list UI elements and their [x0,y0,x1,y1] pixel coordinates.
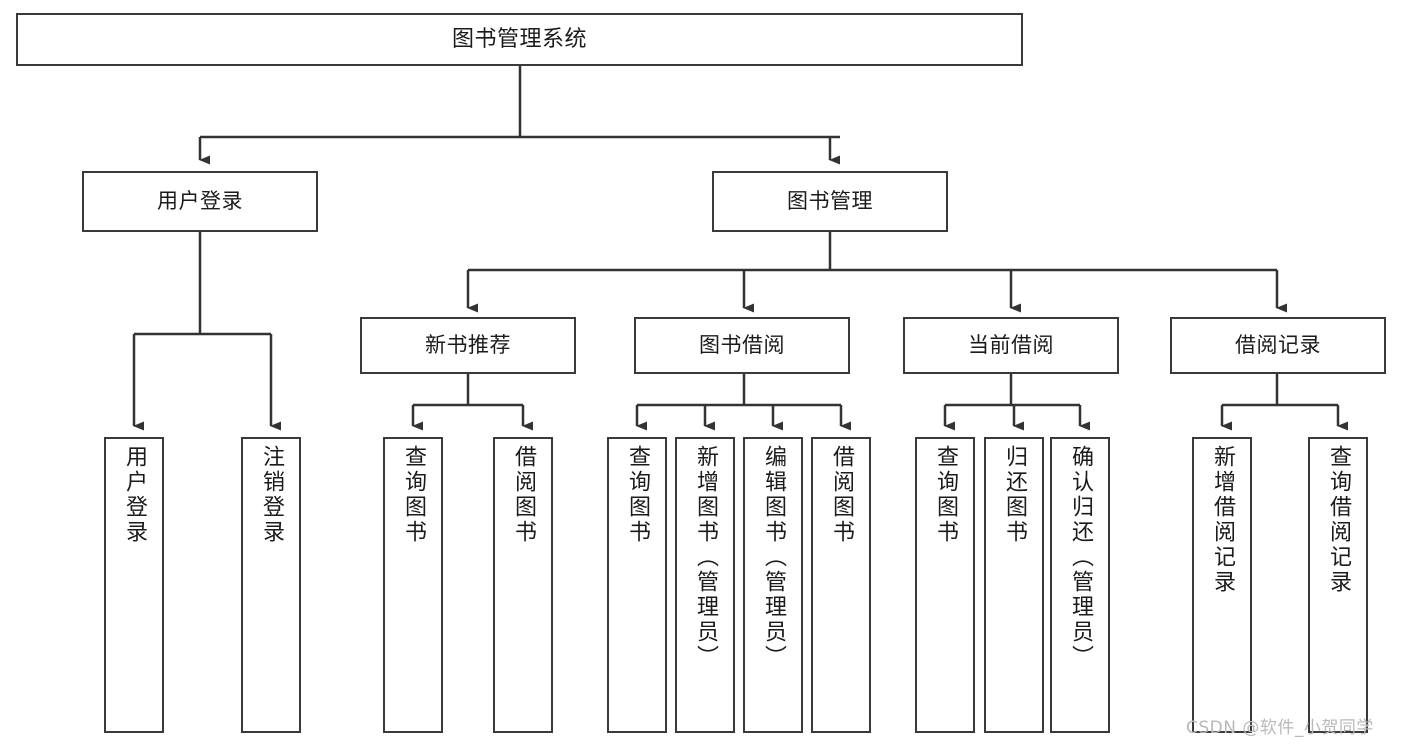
leaf-borrow-book[interactable]: 借阅图书 [811,437,871,733]
node-label: 查询图书 [625,445,650,545]
node-label: 查询借阅记录 [1326,445,1351,595]
leaf-confirm-return-admin[interactable]: 确认归还（管理员） [1050,437,1110,733]
node-label: 用户登录 [122,445,147,545]
leaf-add-borrow-record[interactable]: 新增借阅记录 [1192,437,1252,733]
node-label: 借阅图书 [511,445,536,545]
node-book-borrow[interactable]: 图书借阅 [634,317,850,374]
leaf-return-book[interactable]: 归还图书 [984,437,1044,733]
leaf-edit-book-admin[interactable]: 编辑图书（管理员） [743,437,803,733]
node-label: 注销登录 [259,445,284,545]
node-label: 新增图书（管理员） [693,445,718,670]
node-label: 确认归还（管理员） [1068,445,1093,670]
node-label: 借阅图书 [829,445,854,545]
node-label: 图书借阅 [699,333,785,358]
node-root-book-management-system[interactable]: 图书管理系统 [16,13,1023,66]
leaf-new-book-query[interactable]: 查询图书 [383,437,443,733]
node-label: 查询图书 [401,445,426,545]
leaf-borrow-query-book[interactable]: 查询图书 [607,437,667,733]
node-label: 借阅记录 [1235,333,1321,358]
watermark-text: CSDN @软件_小贺同学 [1186,718,1374,738]
node-label: 图书管理 [787,189,873,214]
node-label: 编辑图书（管理员） [761,445,786,670]
node-label: 归还图书 [1002,445,1027,545]
leaf-query-borrow-record[interactable]: 查询借阅记录 [1308,437,1368,733]
node-label: 当前借阅 [968,333,1054,358]
node-user-login[interactable]: 用户登录 [82,171,318,232]
node-label: 图书管理系统 [451,26,587,52]
leaf-add-book-admin[interactable]: 新增图书（管理员） [675,437,735,733]
node-book-management[interactable]: 图书管理 [712,171,948,232]
node-label: 新书推荐 [425,333,511,358]
node-label: 查询图书 [933,445,958,545]
node-borrow-record[interactable]: 借阅记录 [1170,317,1386,374]
node-current-borrow[interactable]: 当前借阅 [903,317,1119,374]
node-label: 新增借阅记录 [1210,445,1235,595]
leaf-logout[interactable]: 注销登录 [241,437,301,733]
node-label: 用户登录 [157,189,243,214]
node-new-book-recommend[interactable]: 新书推荐 [360,317,576,374]
leaf-current-query-book[interactable]: 查询图书 [915,437,975,733]
leaf-user-login[interactable]: 用户登录 [104,437,164,733]
leaf-new-book-borrow[interactable]: 借阅图书 [493,437,553,733]
